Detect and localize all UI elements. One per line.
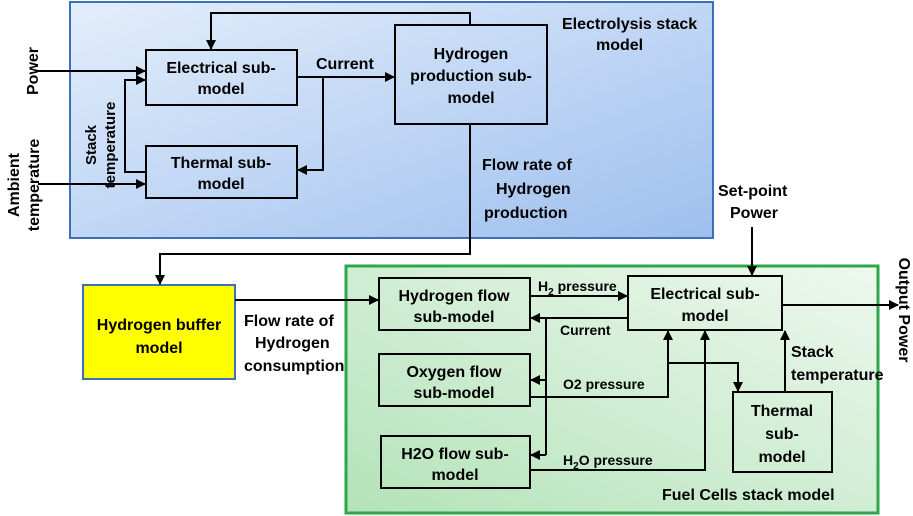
flow-rate-consumption-line2: Hydrogen <box>255 335 330 352</box>
stack-temperature-label-line1: Stack <box>83 124 100 165</box>
fuel-cell-title: Fuel Cells stack model <box>662 487 835 504</box>
electrolysis-electrical-label-line2: model <box>197 81 244 98</box>
h2o-flow-submodel-box <box>380 435 531 489</box>
hydrogen-flow-submodel-box <box>378 277 531 331</box>
o2-pressure-label: O2 pressure <box>563 376 645 392</box>
oxygen-flow-label-line2: sub-model <box>414 385 495 402</box>
fc-thermal-label-line1: Thermal <box>751 403 813 420</box>
flow-rate-production-line1: Flow rate of <box>482 157 572 174</box>
hydrogen-production-label-line1: Hydrogen <box>434 46 509 63</box>
stack-temperature-feedback-arrow <box>124 75 146 173</box>
electrolysis-electrical-label-line1: Electrical sub- <box>166 60 275 77</box>
electrolysis-title-line2: model <box>596 37 643 54</box>
h2-pressure-label: H2 pressure <box>538 278 617 298</box>
hydrogen-production-label-line3: model <box>447 90 494 107</box>
flow-rate-production-line3: production <box>484 205 568 222</box>
ambient-temperature-label-line1: Ambient <box>6 152 23 217</box>
hydrogen-buffer-label-line2: model <box>135 340 182 357</box>
fc-thermal-label-line2: sub- <box>765 426 799 443</box>
fc-stack-temperature-line1: Stack <box>791 344 834 361</box>
flow-rate-production-line2: Hydrogen <box>496 181 571 198</box>
h2o-pressure-label: H2O pressure <box>563 452 653 472</box>
power-label: Power <box>25 47 42 95</box>
fc-current-label: Current <box>560 322 611 338</box>
hydrogen-production-label-line2: production sub- <box>410 68 532 85</box>
flow-rate-consumption-line1: Flow rate of <box>244 313 334 330</box>
current-to-thermal-fc-arrow <box>668 362 743 392</box>
h2o-pressure-suffix: O pressure <box>579 452 653 468</box>
set-point-power-line1: Set-point <box>718 183 788 200</box>
fc-electrical-label-line1: Electrical sub- <box>650 286 759 303</box>
fuel-cell-thermal-submodel-box <box>732 391 833 473</box>
stack-temperature-label-line2: temperature <box>102 102 119 189</box>
set-point-power-line2: Power <box>730 205 778 222</box>
fc-electrical-label-line2: model <box>681 308 728 325</box>
h2-pressure-prefix: H <box>538 278 548 294</box>
electrolysis-thermal-label-line2: model <box>197 176 244 193</box>
current-to-thermal-arrow <box>297 77 324 175</box>
hydrogen-flow-label-line2: sub-model <box>414 309 495 326</box>
h2o-pressure-prefix: H <box>563 452 573 468</box>
electrolysis-title-line1: Electrolysis stack <box>562 16 697 33</box>
h2-pressure-suffix: pressure <box>554 278 617 294</box>
flow-rate-consumption-line3: consumption <box>244 358 344 375</box>
h2o-pressure-subscript: 2 <box>573 461 579 472</box>
h2o-flow-label-line2: model <box>431 467 478 484</box>
hydrogen-buffer-label-line1: Hydrogen buffer <box>97 317 221 334</box>
hydrogen-flow-label-line1: Hydrogen flow <box>398 288 510 305</box>
h2o-pressure-arrow <box>530 330 710 471</box>
h2-pressure-subscript: 2 <box>548 287 554 298</box>
current-label: Current <box>316 56 374 73</box>
fc-thermal-label-line3: model <box>758 449 805 466</box>
o2-pressure-arrow <box>530 330 673 398</box>
hydrogen-production-flow-arrow <box>155 124 471 285</box>
oxygen-flow-label-line1: Oxygen flow <box>406 364 502 381</box>
output-power-label: Output Power <box>895 258 912 363</box>
hydrogen-buffer-box <box>82 284 236 380</box>
ambient-temperature-label-line2: temperature <box>26 139 43 232</box>
fc-stack-temperature-line2: temperature <box>791 367 884 384</box>
h2o-flow-label-line1: H2O flow sub- <box>401 446 509 463</box>
production-feedback-arrow <box>206 12 471 50</box>
electrolysis-thermal-label-line1: Thermal sub- <box>171 155 271 172</box>
